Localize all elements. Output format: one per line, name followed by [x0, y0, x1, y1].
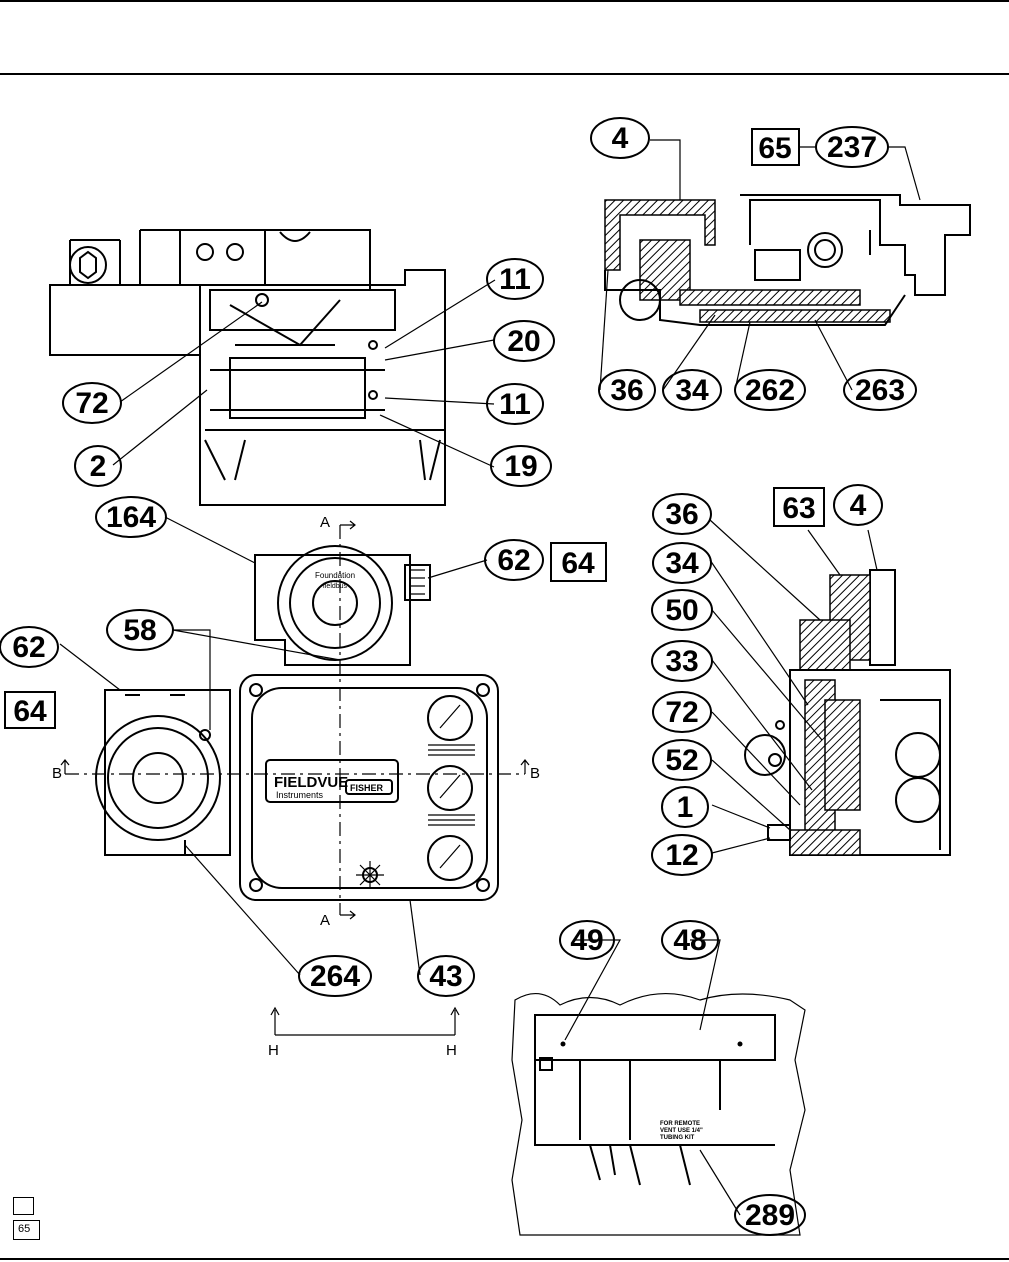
callout-62-right: 62 — [497, 544, 530, 577]
callout-11-lower: 11 — [499, 388, 531, 421]
section-marks: A A B B H H — [52, 514, 540, 1059]
callout-72-right: 72 — [665, 696, 698, 729]
header-rule — [0, 73, 1009, 75]
brand-fieldvue: FIELDVUE — [274, 774, 348, 791]
section-mark-a-top: A — [320, 514, 330, 531]
callout-48: 48 — [673, 924, 706, 957]
callout-49: 49 — [570, 924, 603, 957]
cap-text-line1: Foundation — [315, 571, 355, 580]
brand-fisher: FISHER — [350, 783, 384, 793]
top-view-drawing — [49, 229, 446, 506]
callout-264: 264 — [310, 960, 360, 993]
callouts: 4 65 237 11 20 72 11 2 19 36 34 262 263 … — [0, 117, 917, 1236]
callout-50: 50 — [665, 594, 698, 627]
vent-text-line2: VENT USE 1/4" — [660, 1128, 703, 1134]
callout-19: 19 — [504, 450, 537, 483]
front-view-drawing — [60, 520, 530, 1036]
callout-263: 263 — [855, 374, 905, 407]
callout-63-box: 63 — [782, 492, 815, 525]
callout-2: 2 — [90, 450, 107, 483]
callout-52: 52 — [665, 744, 698, 777]
callout-64-box-right: 64 — [561, 547, 595, 580]
callout-4-top: 4 — [612, 122, 629, 155]
callout-289: 289 — [745, 1199, 795, 1232]
callout-164: 164 — [106, 501, 156, 534]
callout-72-top: 72 — [75, 387, 108, 420]
legend-number-65: 65 — [18, 1223, 31, 1235]
callout-58: 58 — [123, 614, 156, 647]
section-mark-a-bottom: A — [320, 912, 330, 929]
section-view-top-right — [604, 194, 971, 326]
legend-empty-box — [13, 1197, 34, 1215]
brand-instruments: Instruments — [276, 790, 324, 800]
callout-4-right: 4 — [850, 489, 867, 522]
leader-lines — [59, 139, 921, 1216]
cap-lettering: Foundation fieldbus — [315, 571, 355, 590]
dimension-h-left: H — [268, 1042, 279, 1059]
callout-36-top: 36 — [610, 374, 643, 407]
legend-boxed-number: 65 — [13, 1220, 40, 1240]
vent-view-drawing — [511, 993, 806, 1236]
callout-36-right: 36 — [665, 498, 698, 531]
callout-34-top: 34 — [675, 374, 709, 407]
section-view-right — [744, 569, 951, 856]
callout-237: 237 — [827, 131, 877, 164]
vent-text-line3: TUBING KIT — [660, 1135, 695, 1141]
callout-1: 1 — [677, 791, 694, 824]
callout-65-box: 65 — [758, 132, 791, 165]
callout-262: 262 — [745, 374, 795, 407]
product-nameplate: FIELDVUE Instruments FISHER — [274, 774, 384, 800]
callout-62-left: 62 — [12, 631, 45, 664]
vent-text-line1: FOR REMOTE — [660, 1121, 700, 1127]
callout-12: 12 — [665, 839, 698, 872]
vent-lettering: FOR REMOTE VENT USE 1/4" TUBING KIT — [660, 1121, 703, 1141]
top-rule — [0, 0, 1009, 2]
callout-64-box-left: 64 — [13, 695, 47, 728]
dimension-h-right: H — [446, 1042, 457, 1059]
callout-43: 43 — [429, 960, 462, 993]
section-mark-b-right: B — [530, 765, 540, 782]
footer-rule — [0, 1258, 1009, 1260]
callout-11-upper: 11 — [499, 263, 531, 296]
callout-34-right: 34 — [665, 547, 699, 580]
cap-text-line2: fieldbus — [323, 583, 348, 590]
section-mark-b-left: B — [52, 765, 62, 782]
callout-20: 20 — [507, 325, 540, 358]
callout-33: 33 — [665, 645, 698, 678]
